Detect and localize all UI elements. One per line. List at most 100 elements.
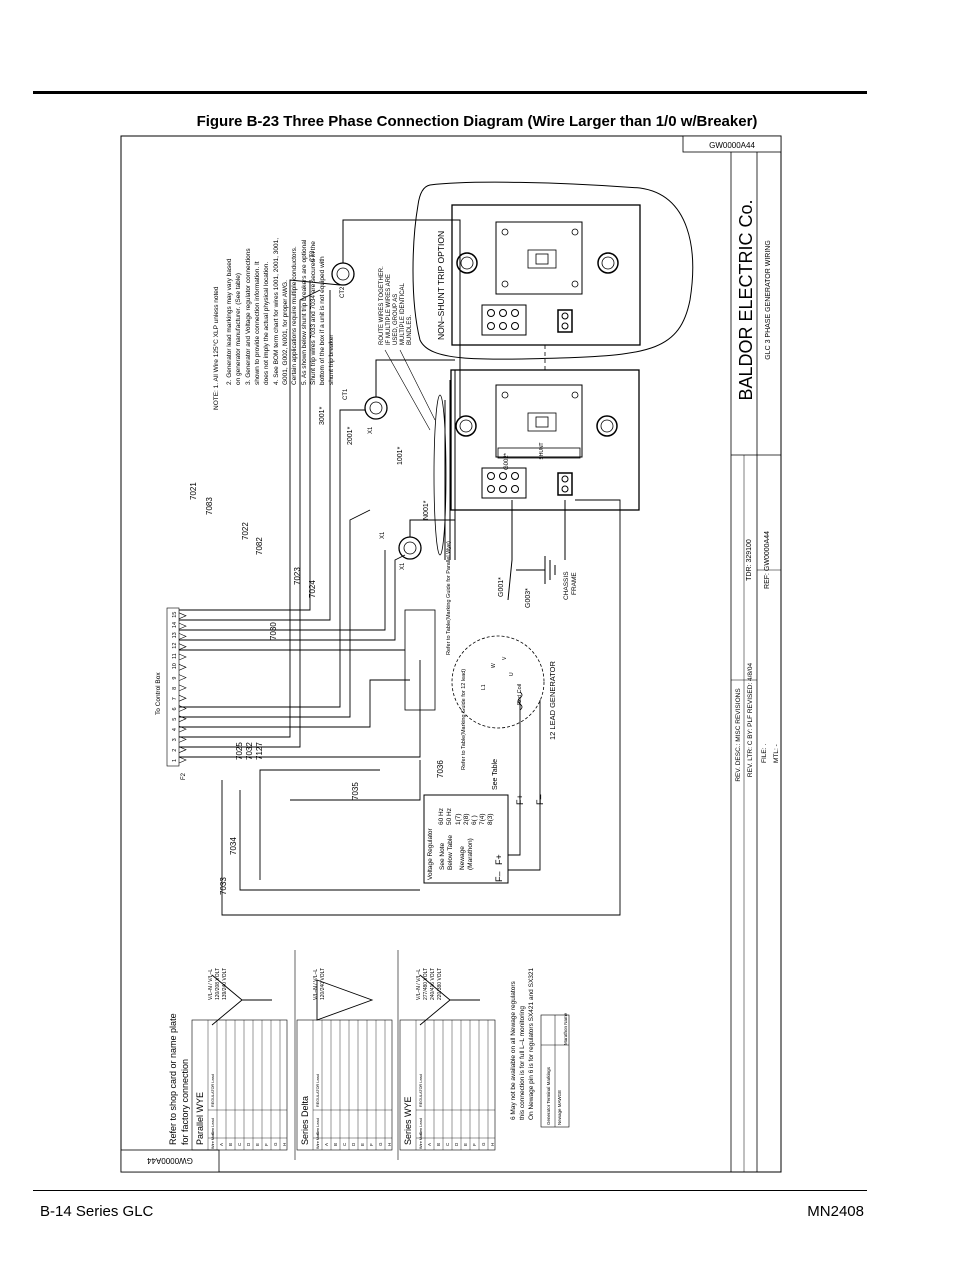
svg-text:6( ): 6( ) [471, 815, 478, 825]
svg-text:F+: F+ [515, 794, 525, 805]
svg-text:Marathon Name: Marathon Name [563, 1012, 568, 1045]
table-volts-0-2: 139/240 VOLT [222, 968, 228, 1000]
connection-table-title-0: Parallel WYE [195, 1092, 205, 1145]
ct2 [364, 396, 388, 420]
chassis-ground [516, 556, 556, 584]
svg-text:BUNDLES.: BUNDLES. [407, 315, 413, 345]
table-row-letter-0-6: G [273, 1142, 278, 1146]
svg-text:8(3): 8(3) [487, 813, 494, 825]
terminal-1: 1 [172, 759, 178, 762]
svg-text:G003*: G003* [525, 588, 532, 608]
svg-text:X1: X1 [368, 426, 374, 434]
svg-text:F–: F– [535, 794, 545, 805]
table-header-2-1: Gen Lead [419, 1118, 423, 1135]
svg-text:L1: L1 [481, 684, 487, 690]
svg-text:X1: X1 [400, 562, 406, 570]
svg-text:6 May not be available on all: 6 May not be available on all Newage reg… [510, 980, 517, 1120]
terminal-4: 4 [172, 728, 178, 731]
svg-text:G002*: G002* [504, 452, 510, 470]
svg-text:MULTIPLE IDENTICAL: MULTIPLE IDENTICAL [400, 282, 406, 345]
svg-text:N001*: N001* [423, 500, 430, 520]
table-header-0-0: Wire Mark [211, 1132, 215, 1149]
winding-sketch-0 [211, 974, 272, 1026]
refer-shop-1: Refer to shop card or name plate [168, 1013, 178, 1145]
table-row-letter-0-1: B [228, 1143, 233, 1146]
gen-marking-table: Generator Terminal Markings Newage MAWGE… [540, 1012, 570, 1128]
mtl-label: MTL: - [773, 744, 780, 763]
table-row-letter-2-7: H [490, 1143, 495, 1146]
file-label: FILE: . [761, 744, 768, 763]
svg-text:7036: 7036 [436, 760, 445, 778]
table-row-letter-0-2: C [237, 1142, 242, 1146]
svg-text:NOTE: 1. All Wire 125°C XLP: NOTE: 1. All Wire 125°C XLP unless noted [212, 286, 220, 410]
table-row-letter-0-5: F [264, 1143, 269, 1146]
terminal-pin-11 [178, 653, 187, 661]
svg-text:W: W [491, 663, 497, 668]
terminal-11: 11 [172, 653, 178, 659]
table-row-letter-1-3: D [351, 1142, 356, 1146]
table-row-letter-0-4: E [255, 1143, 260, 1146]
svg-text:Newage MAWGE: Newage MAWGE [557, 1090, 562, 1125]
svg-text:On Newage pin 6 is for regulat: On Newage pin 6 is for regulators SX421 … [528, 967, 535, 1120]
table-row-letter-2-4: E [463, 1143, 468, 1146]
terminal-pin-8 [178, 684, 187, 692]
terminal-pin-1 [178, 756, 187, 764]
svg-text:7(4): 7(4) [479, 813, 486, 825]
terminal-strip: To Control Box F2 [155, 607, 187, 780]
svg-text:50 Hz: 50 Hz [446, 808, 453, 825]
ct1 [398, 536, 422, 560]
svg-text:Shunt trip wires 7033 and 7034: Shunt trip wires 7033 and 7034 are secur… [310, 241, 317, 385]
svg-text:2(8): 2(8) [463, 813, 470, 825]
svg-text:1001*: 1001* [397, 446, 404, 465]
svg-text:on generator manufacturer. (Se: on generator manufacturer. (See table) [235, 273, 242, 385]
svg-text:(Marathon): (Marathon) [467, 838, 474, 870]
control-wiring [179, 279, 621, 916]
table-row-letter-1-6: G [378, 1142, 383, 1146]
svg-text:CT2: CT2 [340, 286, 346, 298]
ct3 [331, 262, 355, 286]
svg-text:7082: 7082 [255, 537, 264, 555]
drawing-id-bottom: GW0000A44 [147, 1156, 193, 1165]
top-rule [33, 91, 867, 94]
table-row-letter-1-7: H [387, 1143, 392, 1146]
svg-text:shunt trip breaker: shunt trip breaker [328, 334, 335, 385]
svg-text:2001*: 2001* [347, 426, 354, 445]
svg-text:CT3: CT3 [310, 250, 316, 262]
svg-text:Below Table: Below Table [447, 835, 454, 870]
terminal-12: 12 [172, 643, 178, 649]
svg-text:F–: F– [494, 871, 504, 882]
terminal-10: 10 [172, 663, 178, 669]
terminal-3: 3 [172, 738, 178, 741]
svg-text:SHUNT: SHUNT [539, 442, 545, 459]
svg-text:U: U [509, 672, 515, 676]
svg-text:4. See BOM term chart for wir: 4. See BOM term chart for wires 1001, 20… [273, 238, 280, 385]
regulator-title: Voltage Regulator [427, 827, 434, 880]
table-volts-2-1: 277/480 VOLT [423, 968, 429, 1000]
svg-text:7033: 7033 [219, 877, 228, 895]
table-row-letter-2-1: B [436, 1143, 441, 1146]
table-volts-2-3: 220/380 VOLT [437, 968, 443, 1000]
bottom-rule [33, 1190, 867, 1191]
terminal-pin-10 [178, 664, 187, 671]
svg-text:Newage: Newage [459, 846, 466, 870]
terminal-pin-14 [178, 622, 187, 630]
table-volts-2-0: V/L–N / V/L–L [416, 969, 422, 1000]
drawing-border [120, 135, 782, 1173]
svg-text:3. Generator and Voltage regu: 3. Generator and Voltage regulator conne… [245, 248, 252, 385]
route-note: ROUTE WIRES TOGETHER. IF MULTIPLE WIRES … [379, 266, 413, 345]
svg-text:F2: F2 [181, 772, 187, 780]
footer-left: B-14 Series GLC [40, 1203, 154, 1220]
figure-title: Figure B-23 Three Phase Connection Diagr… [196, 113, 758, 130]
svg-text:7083: 7083 [205, 497, 214, 515]
terminal-13: 13 [172, 632, 178, 638]
terminal-15: 15 [172, 612, 178, 618]
svg-text:USED, GROUP AS: USED, GROUP AS [393, 294, 399, 345]
winding-sketch-1 [316, 979, 374, 1021]
breaker-panel-nonshunt [451, 204, 641, 346]
svg-text:IF MULTIPLE WIRES ARE: IF MULTIPLE WIRES ARE [386, 274, 392, 345]
svg-text:CHASSIS: CHASSIS [563, 571, 570, 600]
terminal-5: 5 [172, 718, 178, 721]
svg-text:7030: 7030 [269, 622, 278, 640]
